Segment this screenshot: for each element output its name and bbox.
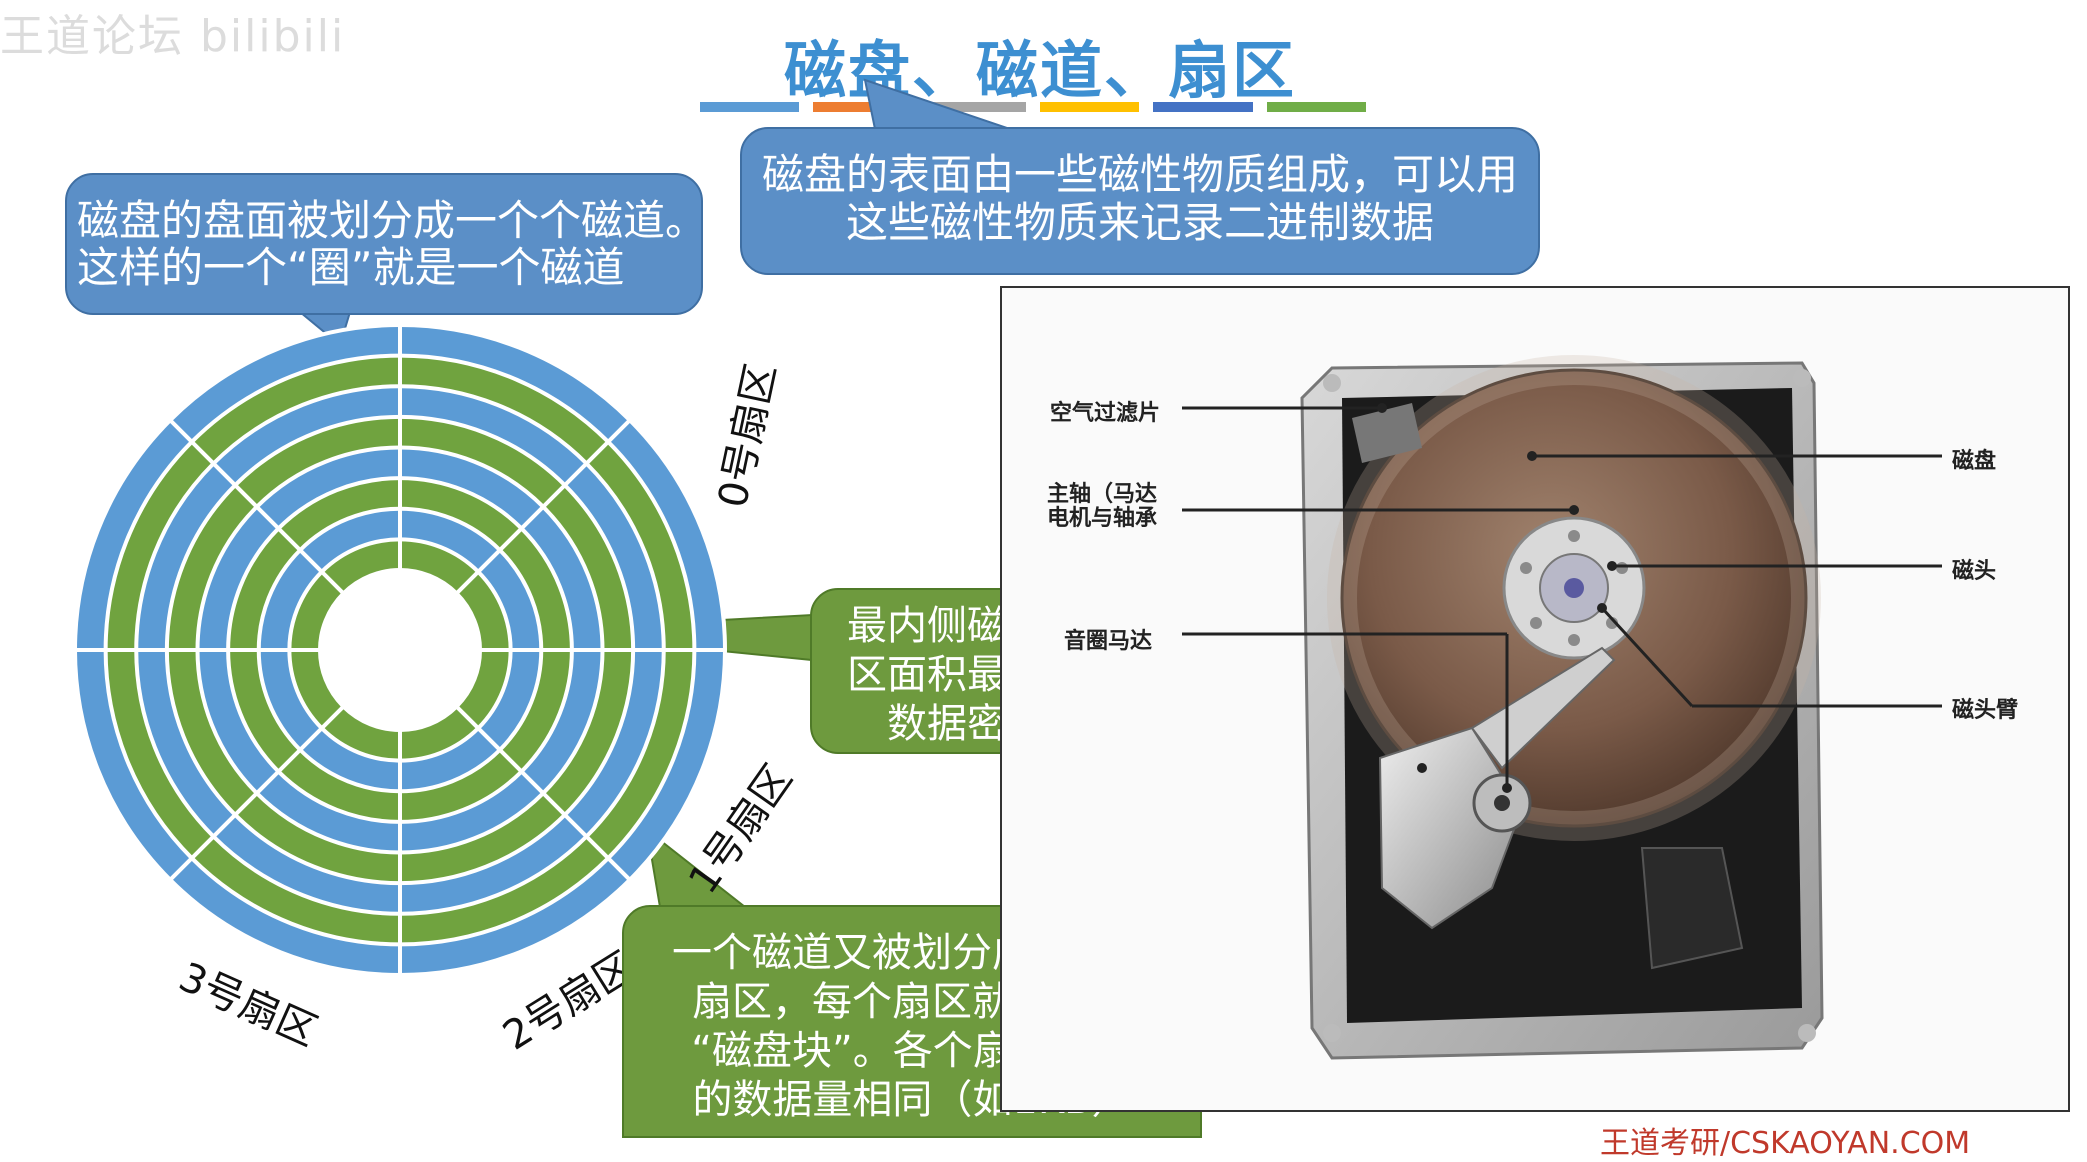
case-screw-2 bbox=[1793, 369, 1811, 387]
hard-drive-illustration bbox=[1182, 355, 1942, 1060]
surface-callout-line-2: 这些磁性物质来记录二进制数据 bbox=[845, 198, 1434, 247]
title-bar-segment-5 bbox=[1153, 102, 1253, 112]
disk-track-diagram bbox=[73, 323, 727, 977]
sector-divider-3 bbox=[168, 705, 345, 882]
hard-drive-photo: 空气过滤片 主轴（马达 电机与轴承 音圈马达 磁盘 磁头 磁头臂 bbox=[1000, 286, 2070, 1112]
title-bar-segment-4 bbox=[1039, 102, 1140, 112]
label-platter: 磁盘 bbox=[1952, 449, 1997, 474]
track-callout-line-2: 这样的一个“圈”就是一个磁道 bbox=[77, 243, 625, 292]
label-spindle-line-2: 电机与轴承 bbox=[1047, 506, 1158, 531]
title-color-bar bbox=[700, 102, 1366, 112]
case-screw-3 bbox=[1323, 1024, 1341, 1042]
footer-brand: 王道考研/CSKAOYAN.COM bbox=[1600, 1126, 1971, 1161]
surface-callout: 磁盘的表面由一些磁性物质组成，可以用 这些磁性物质来记录二进制数据 bbox=[740, 127, 1540, 275]
air-filter-part bbox=[1352, 403, 1422, 463]
disk-center-hole bbox=[318, 568, 482, 732]
sector-divider-7 bbox=[455, 418, 632, 595]
leader-lines bbox=[1182, 406, 1942, 788]
track-callout-line-1: 磁盘的盘面被划分成一个个磁道。 bbox=[77, 196, 708, 245]
title-bar-segment-1 bbox=[700, 102, 800, 112]
label-head: 磁头 bbox=[1952, 559, 1997, 584]
title-bar-segment-6 bbox=[1266, 102, 1366, 112]
title-bar-segment-3 bbox=[926, 102, 1026, 112]
surface-callout-tail bbox=[863, 78, 1011, 130]
sector-divider-5 bbox=[168, 418, 345, 595]
label-arm: 磁头臂 bbox=[1952, 698, 2019, 723]
label-voice-coil: 音圈马达 bbox=[1064, 629, 1153, 654]
spindle-cap bbox=[1564, 578, 1584, 598]
platter-sheen bbox=[1327, 355, 1821, 841]
title-bar-segment-2 bbox=[813, 102, 913, 112]
case-screw-4 bbox=[1798, 1024, 1816, 1042]
connector-bracket bbox=[1640, 847, 1744, 970]
surface-callout-line-1: 磁盘的表面由一些磁性物质组成，可以用 bbox=[761, 150, 1518, 199]
leader-dots bbox=[1377, 403, 1617, 793]
case-screw-1 bbox=[1323, 374, 1341, 392]
label-air-filter: 空气过滤片 bbox=[1050, 401, 1161, 426]
sector-divider-1 bbox=[455, 705, 632, 882]
track-callout: 磁盘的盘面被划分成一个个磁道。 这样的一个“圈”就是一个磁道 bbox=[65, 173, 708, 315]
label-spindle-line-1: 主轴（马达 bbox=[1047, 482, 1158, 507]
watermark: 王道论坛 bilibili bbox=[0, 11, 346, 62]
actuator-pivot-center bbox=[1494, 795, 1510, 811]
